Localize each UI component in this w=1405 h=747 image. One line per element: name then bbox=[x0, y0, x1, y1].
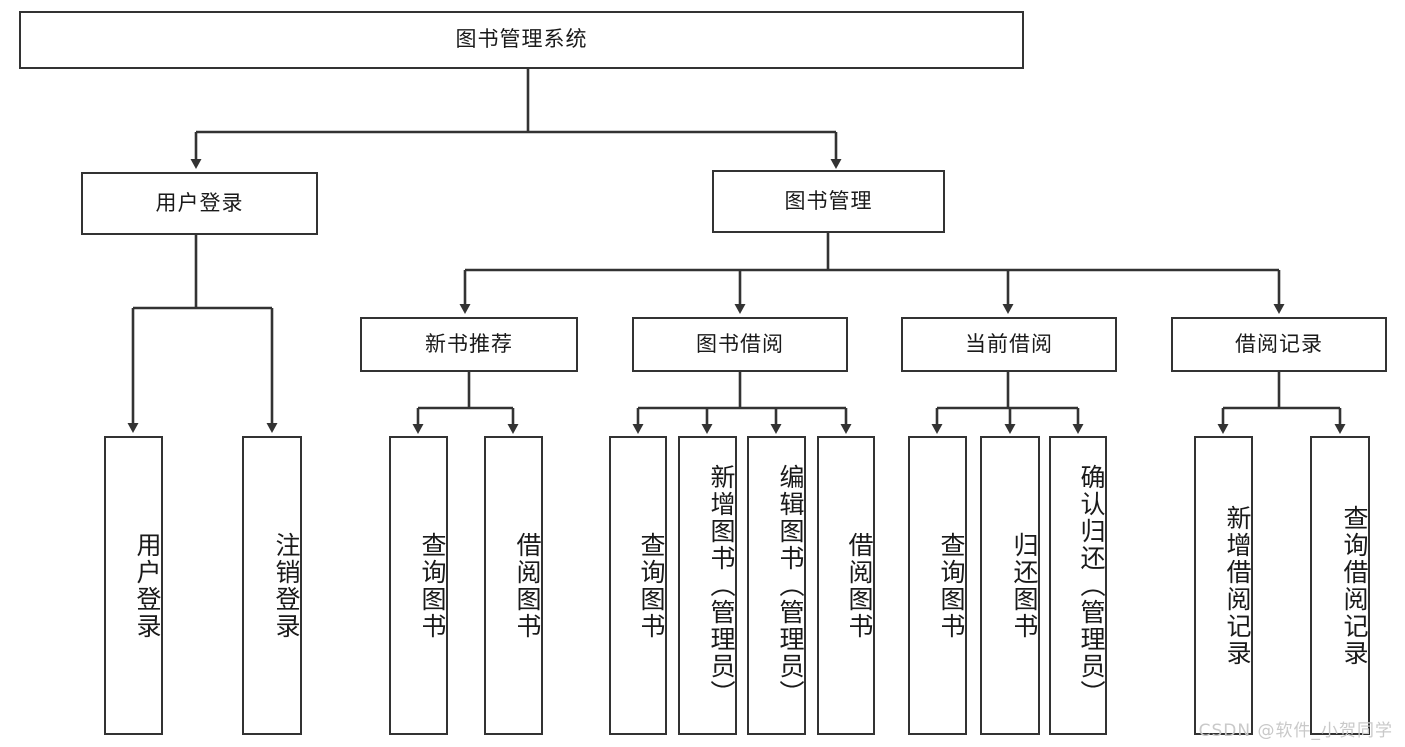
leaf-current-borrow-confirm-return-admin[interactable]: 确认归还（管理员） bbox=[1049, 436, 1107, 735]
node-label: 借阅记录 bbox=[1235, 331, 1323, 356]
node-book-management[interactable]: 图书管理 bbox=[712, 170, 945, 233]
node-label: 图书管理系统 bbox=[455, 27, 588, 52]
node-label: 图书借阅 bbox=[696, 331, 784, 356]
node-label: 借阅图书 bbox=[845, 531, 874, 640]
node-new-book-recommendation[interactable]: 新书推荐 bbox=[360, 317, 578, 372]
node-label: 编辑图书（管理员） bbox=[776, 464, 805, 707]
leaf-new-book-query-book[interactable]: 查询图书 bbox=[389, 436, 448, 735]
node-label: 用户登录 bbox=[155, 190, 244, 215]
node-label: 查询图书 bbox=[937, 531, 966, 640]
node-label: 借阅图书 bbox=[513, 531, 542, 640]
leaf-book-borrow-edit-book-admin[interactable]: 编辑图书（管理员） bbox=[747, 436, 806, 735]
leaf-new-book-borrow-book[interactable]: 借阅图书 bbox=[484, 436, 543, 735]
leaf-book-borrow-add-book-admin[interactable]: 新增图书（管理员） bbox=[678, 436, 737, 735]
node-label: 归还图书 bbox=[1010, 531, 1039, 640]
node-current-borrow[interactable]: 当前借阅 bbox=[901, 317, 1117, 372]
leaf-current-borrow-return-book[interactable]: 归还图书 bbox=[980, 436, 1040, 735]
node-root-book-management-system[interactable]: 图书管理系统 bbox=[19, 11, 1024, 69]
node-borrow-record[interactable]: 借阅记录 bbox=[1171, 317, 1387, 372]
leaf-borrow-record-add-record[interactable]: 新增借阅记录 bbox=[1194, 436, 1253, 735]
leaf-book-borrow-query-book[interactable]: 查询图书 bbox=[609, 436, 667, 735]
node-label: 新书推荐 bbox=[425, 331, 513, 356]
leaf-book-borrow-borrow-book[interactable]: 借阅图书 bbox=[817, 436, 875, 735]
node-label: 当前借阅 bbox=[965, 331, 1053, 356]
node-book-borrow[interactable]: 图书借阅 bbox=[632, 317, 848, 372]
node-label: 查询图书 bbox=[418, 531, 447, 640]
node-label: 查询借阅记录 bbox=[1340, 504, 1369, 667]
node-label: 确认归还（管理员） bbox=[1077, 464, 1106, 707]
leaf-user-login-logout[interactable]: 注销登录 bbox=[242, 436, 302, 735]
node-label: 用户登录 bbox=[133, 531, 162, 640]
node-label: 注销登录 bbox=[272, 531, 301, 640]
node-label: 新增借阅记录 bbox=[1223, 504, 1252, 667]
node-user-login[interactable]: 用户登录 bbox=[81, 172, 318, 235]
node-label: 新增图书（管理员） bbox=[707, 464, 736, 707]
leaf-user-login-login[interactable]: 用户登录 bbox=[104, 436, 163, 735]
leaf-borrow-record-query-record[interactable]: 查询借阅记录 bbox=[1310, 436, 1370, 735]
watermark-text: CSDN @软件_小贺同学 bbox=[1198, 721, 1393, 741]
leaf-current-borrow-query-book[interactable]: 查询图书 bbox=[908, 436, 967, 735]
node-label: 查询图书 bbox=[637, 531, 666, 640]
node-label: 图书管理 bbox=[784, 188, 873, 213]
